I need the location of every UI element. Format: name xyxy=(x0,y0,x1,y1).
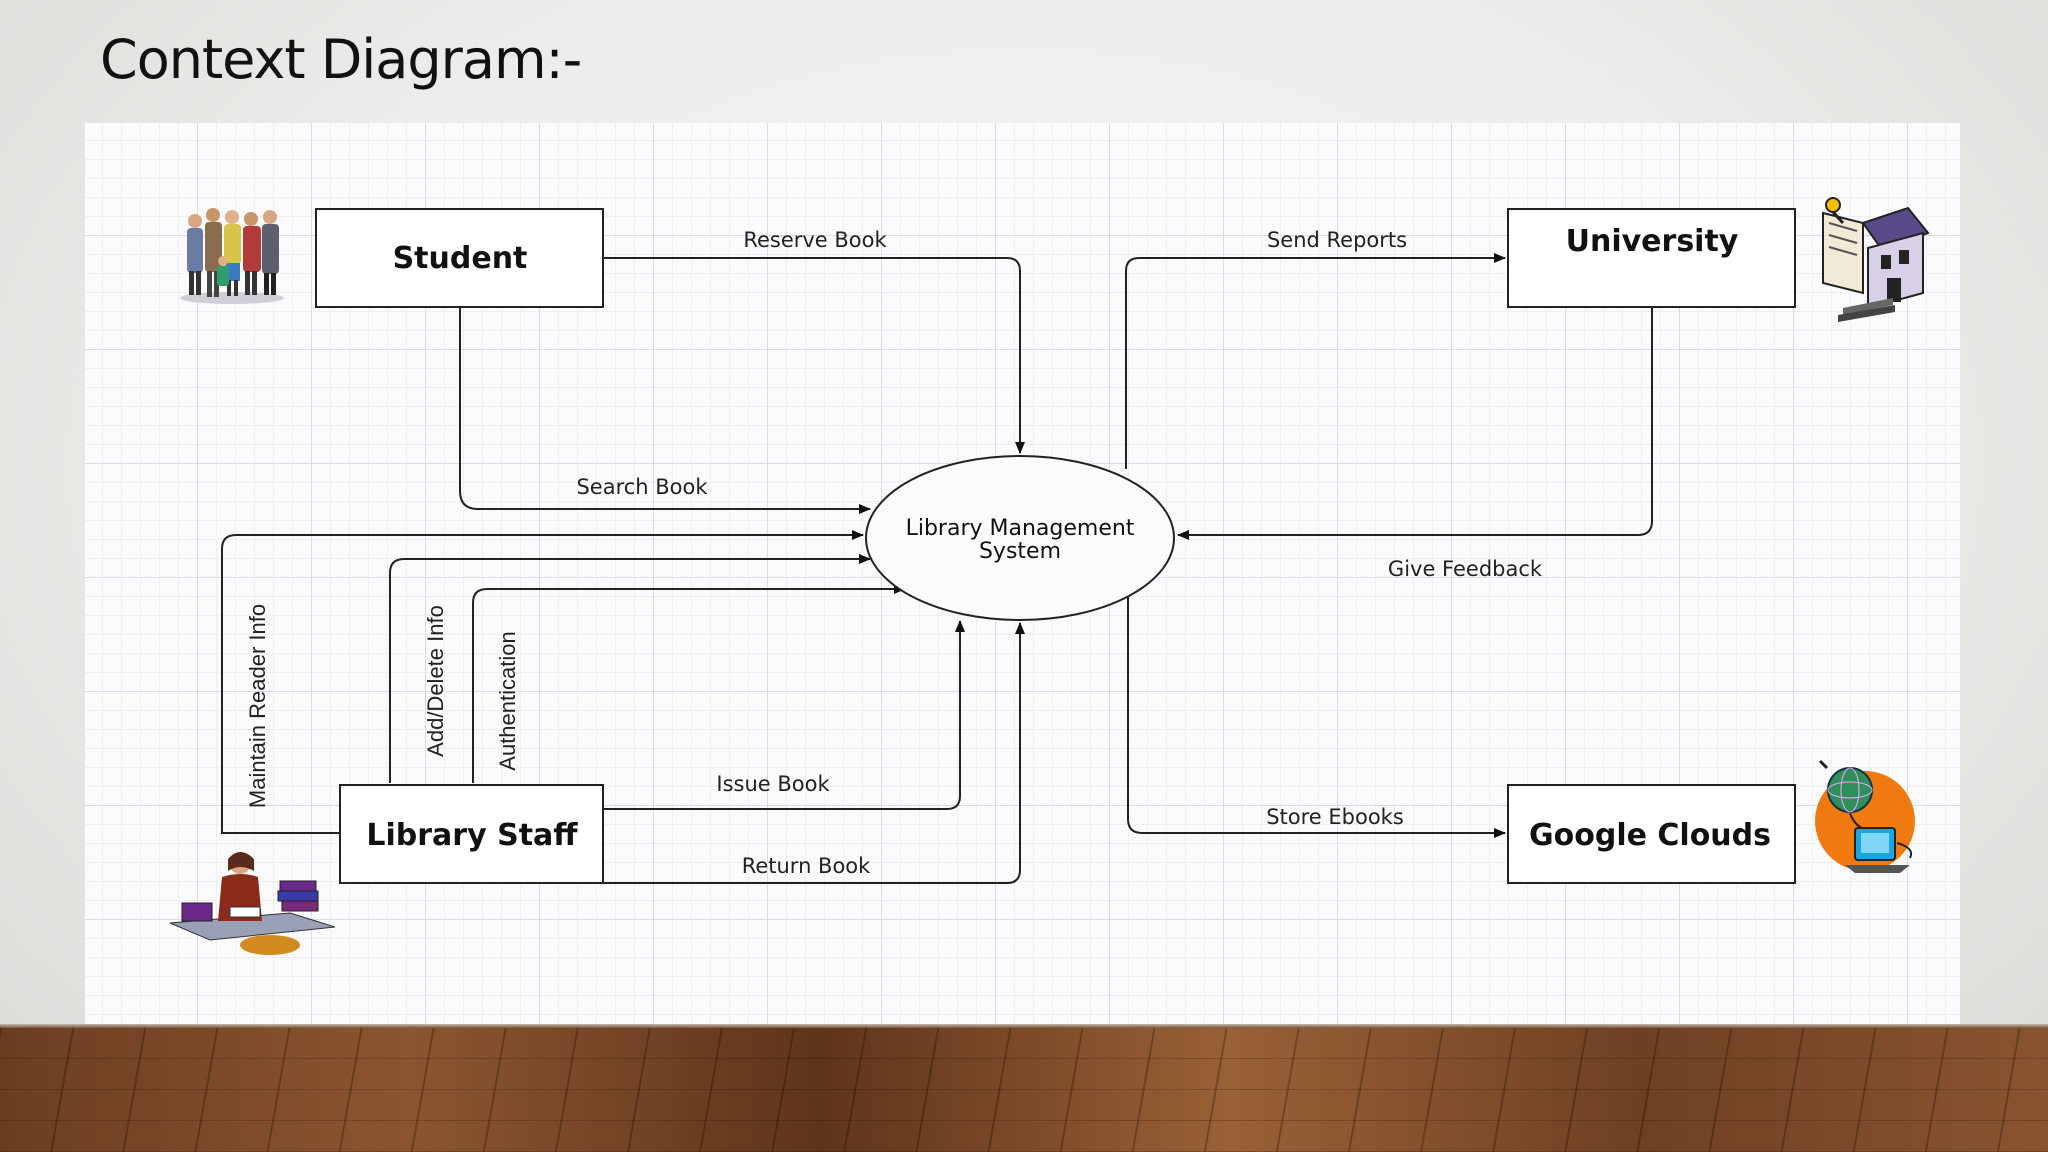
entity-student xyxy=(315,208,604,308)
entity-library-staff-label: Library Staff xyxy=(366,818,578,853)
people-group-icon xyxy=(180,208,284,304)
flow-label-maintain-reader-info: Maintain Reader Info xyxy=(245,604,270,808)
entity-google-clouds-label: Google Clouds xyxy=(1529,818,1771,853)
context-diagram: Library Management System Student Univer… xyxy=(169,197,1930,955)
edge-reserve-book xyxy=(603,257,1025,454)
diagram-panel: Library Management System Student Univer… xyxy=(85,123,1960,1028)
wooden-floor xyxy=(0,1028,2048,1152)
edge-give-feedback xyxy=(1177,307,1653,540)
globe-computer-icon xyxy=(1815,759,1915,873)
flow-label-give-feedback: Give Feedback xyxy=(1388,557,1543,581)
edge-search-book xyxy=(459,307,871,514)
flow-label-reserve-book: Reserve Book xyxy=(743,228,887,252)
flow-label-issue-book: Issue Book xyxy=(716,772,830,796)
flow-label-authentication: Authentication xyxy=(495,631,520,770)
edge-add-delete-info xyxy=(389,554,871,783)
flow-label-return-book: Return Book xyxy=(742,854,871,878)
entity-google-clouds xyxy=(1507,784,1796,884)
edge-issue-book xyxy=(603,620,965,810)
university-building-icon xyxy=(1822,197,1930,322)
edge-send-reports xyxy=(1125,253,1506,469)
process-label-line1: Library Management xyxy=(906,516,1135,541)
librarian-at-desk-icon xyxy=(169,852,336,955)
edge-authentication xyxy=(472,584,906,783)
edge-store-ebooks xyxy=(1127,597,1506,838)
edge-maintain-reader-info xyxy=(220,530,864,834)
edge-return-book xyxy=(603,622,1025,884)
entity-university-label: University xyxy=(1566,224,1739,259)
process-label-line2: System xyxy=(979,539,1061,564)
entity-student-label: Student xyxy=(393,241,528,276)
flow-label-store-ebooks: Store Ebooks xyxy=(1266,805,1404,829)
flow-label-search-book: Search Book xyxy=(576,475,708,499)
process-library-management-system xyxy=(865,455,1175,621)
slide-title: Context Diagram:- xyxy=(100,28,582,91)
floor-edge xyxy=(0,1024,2048,1030)
flow-label-send-reports: Send Reports xyxy=(1267,228,1407,252)
entity-university xyxy=(1507,208,1796,308)
entity-library-staff xyxy=(339,784,604,884)
flow-label-add-delete-info: Add/Delete Info xyxy=(423,605,448,757)
